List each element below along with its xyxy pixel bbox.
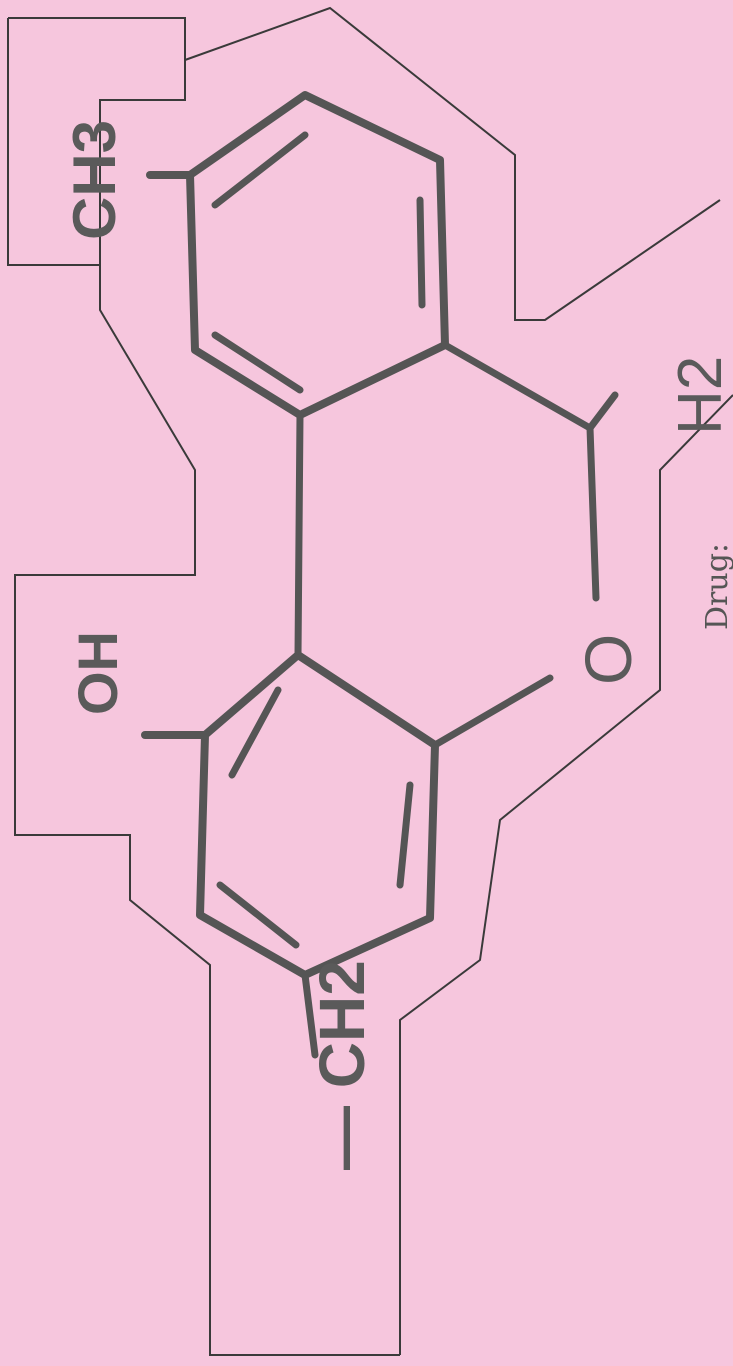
upper-ring-double-1 [211, 131, 309, 209]
lower-ring-double-2 [396, 781, 414, 889]
ch2-ring-bond [441, 341, 594, 432]
oxygen-label: O [571, 633, 645, 685]
lower-ring-double-1 [228, 686, 282, 779]
biaryl-bond [294, 411, 304, 659]
outline-path-right [399, 394, 733, 1355]
h2-label: H2 [666, 355, 733, 435]
lower-ring-double-3 [216, 881, 300, 949]
hydroxyl-label: OH [66, 631, 129, 715]
ch2-link-bond [301, 971, 319, 1059]
upper-ring [186, 91, 449, 419]
outline-path-top [184, 6, 721, 321]
upper-ring-double-3 [211, 331, 304, 394]
outline-left [7, 17, 186, 266]
lower-ring [196, 651, 439, 979]
o-ring-bond [431, 674, 554, 749]
upper-ring-double-2 [416, 196, 426, 309]
outline-path-left [14, 265, 400, 1356]
methyl-label: CH3 [61, 119, 128, 240]
methylene-link-label: — CH2 [306, 960, 378, 1170]
ch2-h2-bond [586, 391, 619, 432]
drug-caption: Drug: [700, 542, 733, 630]
ch2-o-bond [586, 424, 600, 602]
